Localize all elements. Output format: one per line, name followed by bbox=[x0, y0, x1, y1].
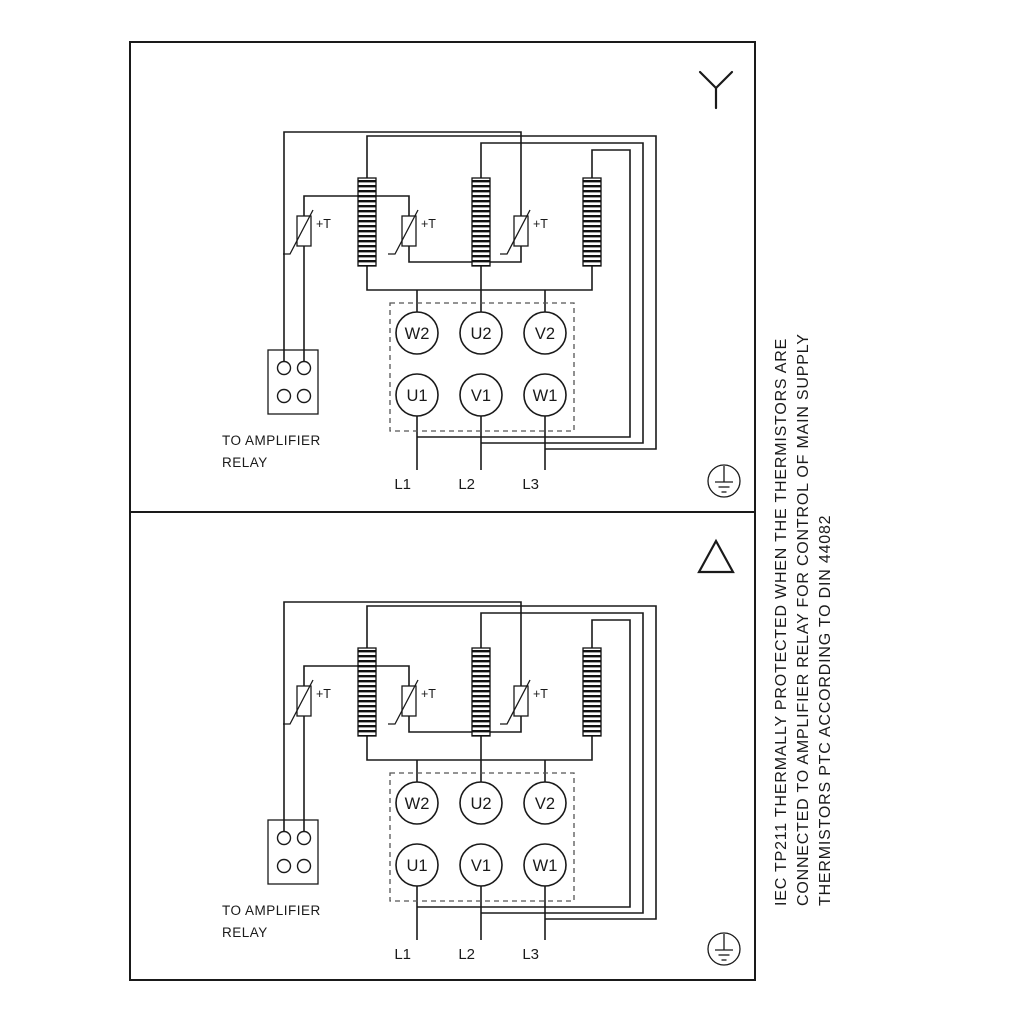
note-line-2: CONNECTED TO AMPLIFIER RELAY FOR CONTROL… bbox=[795, 333, 812, 906]
thermistor-3: +T bbox=[500, 679, 548, 725]
note-line-3: THERMISTORS PTC ACCORDING TO DIN 44082 bbox=[817, 515, 834, 906]
terminal-U2: U2 bbox=[459, 311, 503, 355]
panel-star: +T +T +T W2 U2 V2 U1 bbox=[222, 70, 741, 498]
panel-delta: +T +T +T W2 U2 V2 U1 bbox=[222, 538, 741, 966]
amplifier-relay-box bbox=[267, 349, 319, 415]
winding-coil-1 bbox=[357, 177, 377, 267]
supply-label-l3: L3 bbox=[522, 476, 539, 493]
thermistor-3: +T bbox=[500, 209, 548, 255]
terminal-V2: V2 bbox=[523, 311, 567, 355]
terminal-W2: W2 bbox=[395, 311, 439, 355]
terminal-W1: W1 bbox=[523, 373, 567, 417]
terminal-label: U2 bbox=[470, 325, 491, 343]
to-amplifier-relay-label-line2: RELAY bbox=[222, 455, 268, 470]
thermistor-label: +T bbox=[533, 687, 548, 701]
terminal-box bbox=[389, 772, 575, 902]
to-amplifier-relay-label-line1: TO AMPLIFIER bbox=[222, 903, 321, 918]
terminal-label: U1 bbox=[406, 857, 427, 875]
terminal-V1: V1 bbox=[459, 373, 503, 417]
thermistor-2: +T bbox=[388, 679, 436, 725]
side-note: IEC TP211 THERMALLY PROTECTED WHEN THE T… bbox=[773, 333, 834, 906]
winding-coil-2 bbox=[471, 647, 491, 737]
terminal-V2: V2 bbox=[523, 781, 567, 825]
thermistor-2: +T bbox=[388, 209, 436, 255]
supply-label-l1: L1 bbox=[394, 476, 411, 493]
thermistor-label: +T bbox=[316, 217, 331, 231]
supply-label-l2: L2 bbox=[458, 476, 475, 493]
winding-coil-3 bbox=[582, 177, 602, 267]
terminal-V1: V1 bbox=[459, 843, 503, 887]
amplifier-relay-box bbox=[267, 819, 319, 885]
relay-contact bbox=[276, 830, 292, 846]
to-amplifier-relay-label-line2: RELAY bbox=[222, 925, 268, 940]
thermistor-label: +T bbox=[316, 687, 331, 701]
note-line-1: IEC TP211 THERMALLY PROTECTED WHEN THE T… bbox=[773, 338, 790, 906]
delta-symbol-icon bbox=[697, 538, 735, 574]
wiring bbox=[283, 601, 657, 940]
relay-contact bbox=[296, 388, 312, 404]
relay-contact bbox=[276, 858, 292, 874]
relay-contact bbox=[276, 388, 292, 404]
ground-icon bbox=[707, 464, 741, 498]
terminal-label: W2 bbox=[405, 795, 430, 813]
terminal-label: V1 bbox=[471, 387, 491, 405]
terminal-U1: U1 bbox=[395, 373, 439, 417]
wiring bbox=[283, 131, 657, 470]
winding-coil-3 bbox=[582, 647, 602, 737]
relay-contact bbox=[276, 360, 292, 376]
ground-icon bbox=[707, 932, 741, 966]
winding-coil-2 bbox=[471, 177, 491, 267]
terminal-label: U2 bbox=[470, 795, 491, 813]
relay-contact bbox=[296, 858, 312, 874]
thermistor-1: +T bbox=[283, 679, 331, 725]
terminal-label: U1 bbox=[406, 387, 427, 405]
terminal-U1: U1 bbox=[395, 843, 439, 887]
star-symbol-icon bbox=[698, 70, 734, 110]
terminal-box bbox=[389, 302, 575, 432]
terminal-label: V1 bbox=[471, 857, 491, 875]
terminal-label: W2 bbox=[405, 325, 430, 343]
supply-label-l1: L1 bbox=[394, 946, 411, 963]
terminal-U2: U2 bbox=[459, 781, 503, 825]
thermistor-label: +T bbox=[421, 217, 436, 231]
thermistor-1: +T bbox=[283, 209, 331, 255]
terminal-W1: W1 bbox=[523, 843, 567, 887]
thermistor-label: +T bbox=[533, 217, 548, 231]
terminal-label: V2 bbox=[535, 325, 555, 343]
relay-contact bbox=[296, 360, 312, 376]
thermistor-label: +T bbox=[421, 687, 436, 701]
terminal-label: V2 bbox=[535, 795, 555, 813]
to-amplifier-relay-label-line1: TO AMPLIFIER bbox=[222, 433, 321, 448]
winding-coil-1 bbox=[357, 647, 377, 737]
terminal-label: W1 bbox=[533, 387, 558, 405]
supply-label-l3: L3 bbox=[522, 946, 539, 963]
terminal-label: W1 bbox=[533, 857, 558, 875]
relay-contact bbox=[296, 830, 312, 846]
supply-label-l2: L2 bbox=[458, 946, 475, 963]
terminal-W2: W2 bbox=[395, 781, 439, 825]
